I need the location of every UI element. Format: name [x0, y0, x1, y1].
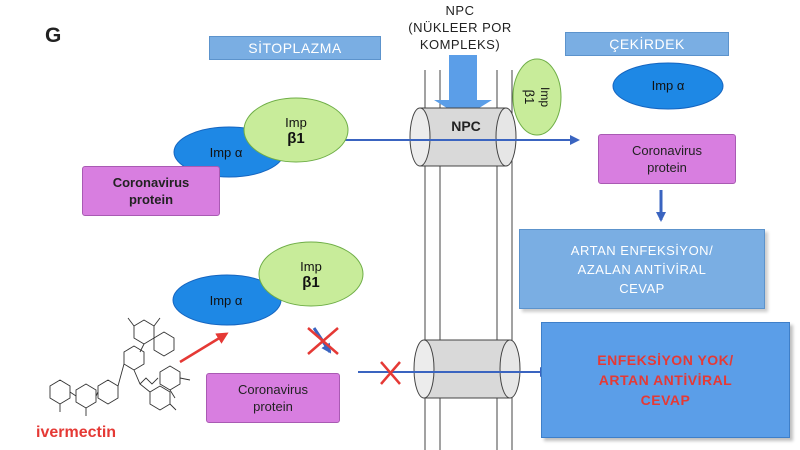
imp-alpha-ellipse-nucleus	[612, 62, 724, 110]
imp-beta-ellipse-lower	[258, 241, 364, 307]
imp-alpha-label-upper: Imp α	[209, 145, 243, 160]
imp-alpha-label-nucleus: Imp α	[651, 78, 685, 93]
coronavirus-protein-nucleus: Coronavirus protein	[598, 134, 736, 184]
npc-channel-upper	[409, 107, 517, 167]
imp-beta-label-nucleus: Imp β1	[515, 75, 559, 119]
outcome-increased-infection: ARTAN ENFEKSİYON/ AZALAN ANTİVİRAL CEVAP	[519, 229, 765, 309]
npc-title-line-1: NPC	[445, 3, 475, 18]
npc-channel-lower	[413, 339, 521, 399]
coronavirus-protein-lower-line-1: Coronavirus	[237, 382, 309, 397]
panel-letter: G	[45, 24, 62, 47]
coronavirus-protein-upper: Coronavirus protein	[82, 166, 220, 216]
coronavirus-protein-nucleus-line-2: protein	[647, 160, 687, 175]
imp-beta-ellipse-upper	[243, 97, 349, 163]
npc-title: NPC (NÜKLEER POR KOMPLEKS)	[385, 2, 535, 62]
outcome-blocked-line-2: ARTAN ANTİVİRAL	[598, 372, 733, 388]
outcome-blocked-line-3: CEVAP	[640, 392, 691, 408]
imp-alpha-label-lower: Imp α	[209, 293, 243, 308]
ivermectin-label: ivermectin	[36, 424, 117, 441]
coronavirus-protein-nucleus-line-1: Coronavirus	[631, 143, 703, 158]
coronavirus-protein-upper-line-1: Coronavirus	[112, 175, 190, 190]
coronavirus-protein-lower-line-2: protein	[253, 399, 293, 414]
cytoplasm-label: SİTOPLAZMA	[209, 36, 381, 60]
blocked-transport-x	[380, 361, 401, 385]
outcome-increased-line-1: ARTAN ENFEKSİYON/	[570, 242, 714, 258]
imp-beta-label-upper: Imp β1	[268, 109, 324, 153]
imp-beta-label-nucleus-line-2: β1	[522, 89, 537, 105]
npc-title-line-3: KOMPLEKS)	[419, 37, 501, 52]
imp-beta-label-lower: Imp β1	[283, 253, 339, 297]
imp-beta-label-upper-line-1: Imp	[285, 115, 307, 130]
npc-title-line-2: (NÜKLEER POR	[408, 20, 512, 35]
blocked-binding-x	[307, 327, 339, 355]
coronavirus-protein-upper-line-2: protein	[128, 192, 174, 207]
ivermectin-binding-arrow	[179, 332, 229, 364]
npc-pointer-arrow	[434, 55, 492, 118]
imp-beta-label-lower-line-2: β1	[302, 274, 320, 291]
outcome-increased-line-2: AZALAN ANTİVİRAL	[577, 261, 707, 277]
outcome-no-infection: ENFEKSİYON YOK/ ARTAN ANTİVİRAL CEVAP	[541, 322, 790, 438]
outcome-blocked-line-1: ENFEKSİYON YOK/	[597, 352, 734, 368]
imp-beta-ellipse-nucleus	[512, 58, 562, 136]
coronavirus-protein-lower: Coronavirus protein	[206, 373, 340, 423]
imp-beta-label-upper-line-2: β1	[287, 130, 305, 147]
outcome-increased-line-3: CEVAP	[619, 280, 665, 296]
imp-beta-label-nucleus-line-1: Imp	[538, 86, 552, 107]
ivermectin-structure	[49, 317, 191, 416]
nucleus-label: ÇEKİRDEK	[565, 32, 729, 56]
imp-beta-label-lower-line-1: Imp	[300, 259, 322, 274]
npc-channel-label: NPC	[451, 118, 481, 134]
